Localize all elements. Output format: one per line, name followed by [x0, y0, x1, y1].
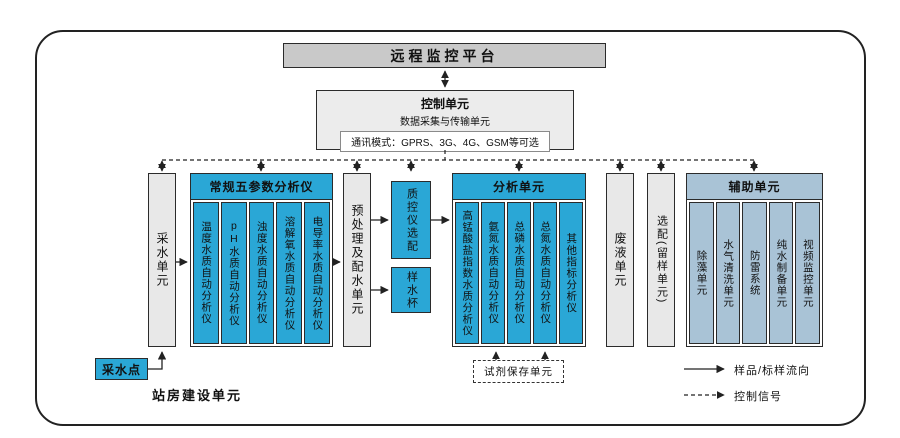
- control-unit-box: 控制单元 数据采集与传输单元 通讯模式：GPRS、3G、4G、GSM等可选: [316, 90, 574, 152]
- five-param-col-dissolved-oxygen: 溶解氧水质自动分析仪: [276, 202, 303, 344]
- water-intake-unit: 采水单元: [148, 173, 176, 347]
- five-param-col-ph: pH水质自动分析仪: [220, 202, 247, 344]
- reagent-storage-box: 试剂保存单元: [473, 360, 564, 383]
- water-intake-point-label: 采水点: [101, 362, 141, 377]
- aux-col-water-air-cleaning: 水气清洗单元: [715, 202, 741, 344]
- optional-retention-unit: 选配(留样单元): [647, 173, 675, 347]
- qc-instrument-label: 质控仪选配: [405, 187, 418, 253]
- analysis-unit-columns: 高锰酸盐指数水质分析仪 氨氮水质自动分析仪 总磷水质自动分析仪 总氮水质自动分析…: [453, 200, 585, 346]
- analysis-col-ammonia: 氨氮水质自动分析仪: [481, 202, 505, 344]
- auxiliary-unit-block: 辅助单元 除藻单元 水气清洗单元 防雷系统 纯水制备单元 视频监控单元: [686, 173, 823, 347]
- water-intake-unit-label: 采水单元: [155, 232, 169, 288]
- legend-sample-flow-label: 样品/标样流向: [734, 365, 811, 377]
- waste-liquid-unit-label: 废液单元: [613, 232, 627, 288]
- analysis-unit-title: 分析单元: [453, 174, 585, 200]
- analysis-unit-block: 分析单元 高锰酸盐指数水质分析仪 氨氮水质自动分析仪 总磷水质自动分析仪 总氮水…: [452, 173, 586, 347]
- remote-platform-box: 远程监控平台: [283, 43, 606, 68]
- optional-retention-unit-label: 选配(留样单元): [655, 215, 668, 305]
- reagent-storage-label: 试剂保存单元: [484, 366, 553, 378]
- aux-col-pure-water: 纯水制备单元: [768, 202, 794, 344]
- five-param-col-temperature: 温度水质自动分析仪: [193, 202, 219, 344]
- control-unit-comm-mode: 通讯模式：GPRS、3G、4G、GSM等可选: [340, 131, 550, 152]
- sample-cup-label: 样水杯: [405, 270, 418, 310]
- waste-liquid-unit: 废液单元: [606, 173, 634, 347]
- analysis-col-total-phosphorus: 总磷水质自动分析仪: [507, 202, 531, 344]
- aux-col-algae-removal: 除藻单元: [689, 202, 714, 344]
- auxiliary-unit-columns: 除藻单元 水气清洗单元 防雷系统 纯水制备单元 视频监控单元: [687, 200, 822, 346]
- analysis-col-other: 其他指标分析仪: [559, 202, 583, 344]
- five-param-columns: 温度水质自动分析仪 pH水质自动分析仪 浊度水质自动分析仪 溶解氧水质自动分析仪…: [191, 200, 332, 346]
- analysis-col-permanganate: 高锰酸盐指数水质分析仪: [455, 202, 479, 344]
- control-unit-title: 控制单元: [420, 97, 469, 111]
- pretreatment-unit-label: 预处理及配水单元: [350, 204, 364, 316]
- legend-control-signal-label: 控制信号: [734, 391, 782, 403]
- analysis-col-total-nitrogen: 总氮水质自动分析仪: [533, 202, 557, 344]
- aux-col-video-monitoring: 视频监控单元: [795, 202, 820, 344]
- water-intake-point-box: 采水点: [95, 358, 148, 380]
- five-param-col-turbidity: 浊度水质自动分析仪: [248, 202, 275, 344]
- five-param-title: 常规五参数分析仪: [191, 174, 332, 200]
- station-construction-label: 站房建设单元: [152, 388, 243, 403]
- auxiliary-unit-title: 辅助单元: [687, 174, 822, 200]
- five-param-block: 常规五参数分析仪 温度水质自动分析仪 pH水质自动分析仪 浊度水质自动分析仪 溶…: [190, 173, 333, 347]
- qc-instrument-box: 质控仪选配: [391, 181, 431, 259]
- aux-col-lightning-protection: 防雷系统: [742, 202, 767, 344]
- sample-cup-box: 样水杯: [391, 267, 431, 313]
- five-param-col-conductivity: 电导率水质自动分析仪: [304, 202, 330, 344]
- remote-platform-label: 远程监控平台: [390, 47, 499, 64]
- control-unit-subtitle: 数据采集与传输单元: [400, 117, 490, 128]
- pretreatment-unit: 预处理及配水单元: [343, 173, 371, 347]
